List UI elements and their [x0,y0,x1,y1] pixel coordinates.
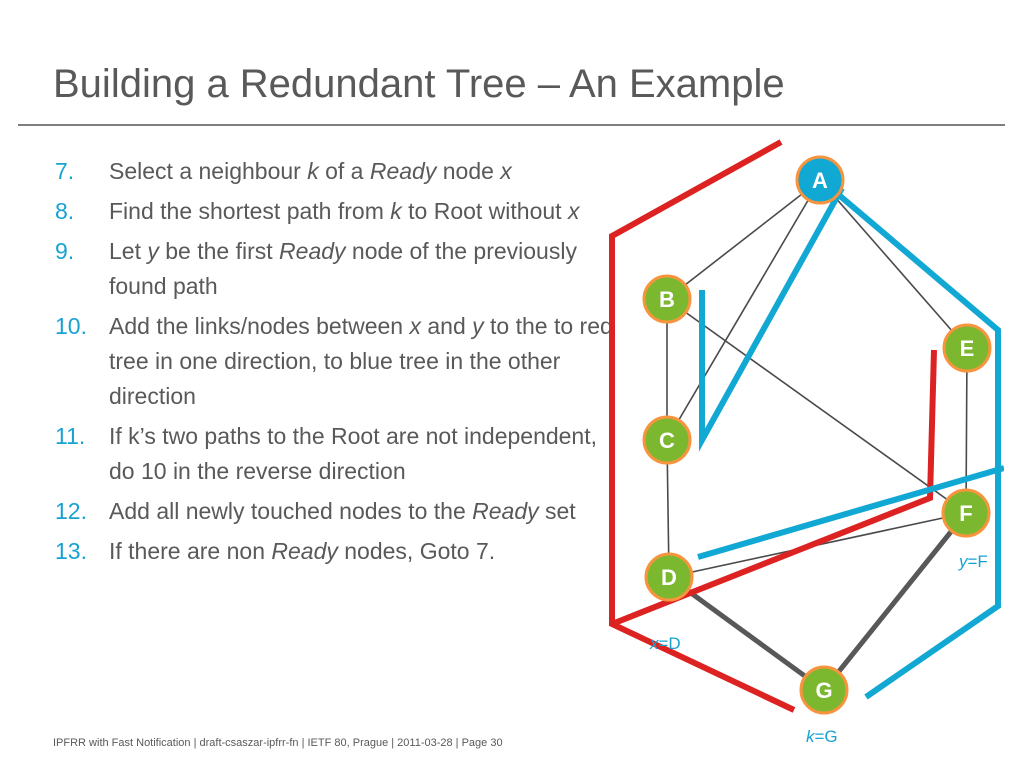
step-number: 9. [55,238,75,264]
step-item: 7. Select a neighbour k of a Ready node x [55,154,615,189]
red-path-outer [609,139,796,713]
step-number: 10. [55,313,87,339]
node-f-label: F [959,501,972,526]
step-text: y [472,313,484,339]
k-equals-g-label: k=G [806,727,838,746]
step-number: 8. [55,198,75,224]
node-a-label: A [812,168,828,193]
link-e-f [965,347,968,514]
node-d: D [644,552,694,602]
slide-footer: IPFRR with Fast Notification | draft-csa… [53,737,503,749]
link-d-g [667,574,826,693]
step-item: 11. If k’s two paths to the Root are not … [55,419,615,489]
step-text: and [420,313,473,339]
link-a-e [819,179,968,349]
node-c: C [642,415,692,465]
algorithm-steps-list: 7. Select a neighbour k of a Ready node x… [55,154,615,574]
step-text: y [147,238,159,264]
step-text: x [567,198,580,224]
node-d-label: D [661,565,677,590]
link-a-b [666,179,821,300]
title-divider [18,124,1005,126]
link-a-c [666,179,821,441]
red-path-inner [610,349,937,627]
step-text: x [409,313,421,339]
step-text: Add the links/nodes between [109,313,410,339]
step-item: 8. Find the shortest path from k to Root … [55,194,615,229]
step-text: Ready [279,238,346,264]
node-e: E [942,323,992,373]
step-text: Add all newly touched nodes to the [109,498,473,524]
step-text: If there are non [109,538,272,564]
step-text: set [538,498,576,524]
slide-title: Building a Redundant Tree – An Example [53,62,785,106]
step-number: 12. [55,498,87,524]
step-number: 11. [55,423,86,449]
blue-path-left [699,186,845,452]
node-f: F [941,488,991,538]
step-text: Ready [271,538,338,564]
step-text: k [390,198,402,224]
node-a: A [795,155,845,205]
x-equals-d-label: x=D [649,634,681,653]
step-text: be the first [158,238,280,264]
step-item: 12. Add all newly touched nodes to the Re… [55,494,615,529]
link-f-g [822,511,968,692]
step-text: If k’s two paths to the Root are not ind… [109,423,598,484]
step-text: node of the previously found path [109,238,577,299]
blue-path-right [831,187,1001,700]
step-text: Ready [472,498,539,524]
node-g: G [799,665,849,715]
step-text: k [307,158,319,184]
step-item: 13. If there are non Ready nodes, Goto 7. [55,534,615,569]
step-text: nodes, Goto 7. [337,538,496,564]
graph-links [666,179,968,578]
step-number: 13. [55,538,87,564]
y-equals-f-label: y=F [958,552,988,571]
blue-tree-paths [697,186,1004,700]
blue-path-cross [697,465,1004,560]
step-text: Select a neighbour [109,158,308,184]
step-text: Find the shortest path from [109,198,391,224]
step-number: 7. [55,158,75,184]
step-text: x [500,158,512,184]
step-item: 10. Add the links/nodes between x and y t… [55,309,615,414]
step-text: Let [109,238,148,264]
node-e-label: E [960,336,975,361]
node-b-label: B [659,287,675,312]
step-text: of a [318,158,370,184]
step-text: to the to red tree in one direction, to … [109,313,613,409]
node-c-label: C [659,428,675,453]
link-b-f [666,298,967,514]
step-text: node [436,158,501,184]
step-text: to Root without [401,198,568,224]
step-text: Ready [369,158,437,184]
node-b: B [642,274,692,324]
node-g-label: G [815,678,832,703]
step-item: 9. Let y be the first Ready node of the p… [55,234,615,304]
red-tree-paths [609,139,937,713]
